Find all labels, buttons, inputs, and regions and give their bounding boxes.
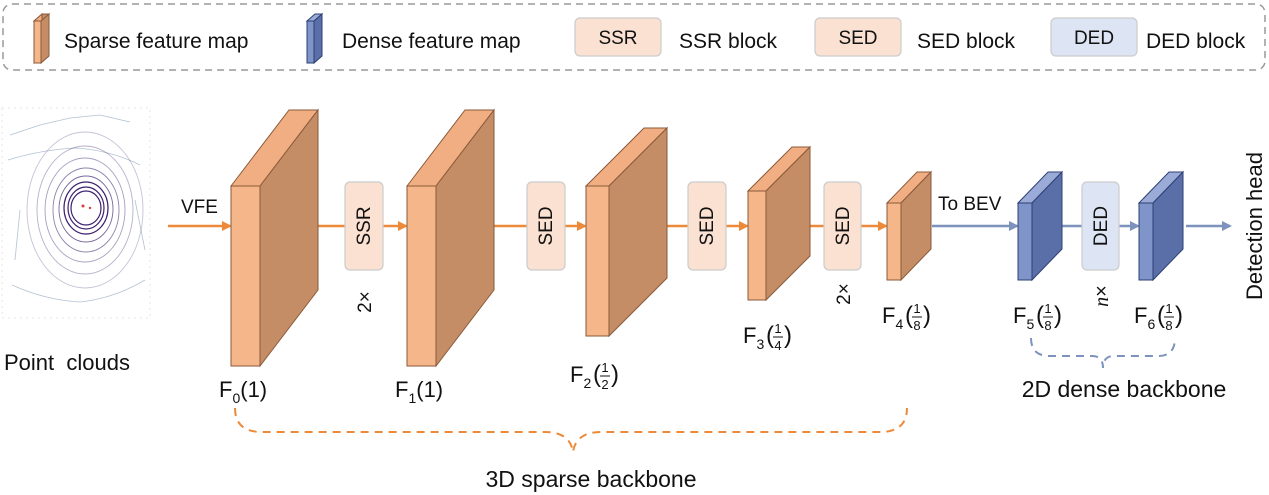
legend-dense-swatch bbox=[305, 12, 324, 65]
sed-block-1: SED bbox=[526, 181, 566, 271]
svg-text:1: 1 bbox=[1044, 301, 1051, 316]
svg-text:(: ( bbox=[593, 361, 601, 388]
dense-backbone-brace bbox=[1030, 337, 1176, 369]
f6-label: F6 ( 1 8 ) bbox=[1134, 301, 1183, 333]
legend-ssr-label: SSR block bbox=[679, 30, 778, 53]
legend-sed-swatch bbox=[814, 17, 902, 57]
f2-label: F2 ( 1 2 ) bbox=[570, 360, 619, 392]
svg-text:F2: F2 bbox=[570, 362, 591, 391]
f4-label: F4 ( 1 8 ) bbox=[882, 301, 931, 333]
svg-text:F5: F5 bbox=[1013, 303, 1034, 332]
svg-text:F1(1): F1(1) bbox=[395, 377, 443, 406]
svg-text:8: 8 bbox=[1165, 318, 1172, 333]
svg-text:): ) bbox=[1054, 302, 1062, 329]
feature-map-f4 bbox=[885, 170, 933, 282]
svg-text:8: 8 bbox=[1044, 318, 1051, 333]
sed-block-2: SED bbox=[687, 181, 727, 271]
detection-head-label: Detection head bbox=[1242, 152, 1267, 300]
legend-ded-tag: DED bbox=[1074, 28, 1114, 49]
svg-text:): ) bbox=[1175, 302, 1183, 329]
vfe-label: VFE bbox=[181, 197, 218, 218]
svg-text:(: ( bbox=[1157, 302, 1165, 329]
dense-backbone-label: 2D dense backbone bbox=[1022, 376, 1227, 402]
svg-text:SSR: SSR bbox=[354, 206, 375, 245]
svg-text:DED: DED bbox=[1091, 206, 1112, 246]
legend: Sparse feature map Dense feature map SSR… bbox=[2, 3, 1266, 71]
svg-text:F6: F6 bbox=[1134, 303, 1155, 332]
legend-ssr-swatch bbox=[574, 17, 662, 57]
legend-ssr-tag: SSR bbox=[598, 28, 637, 49]
svg-text:1: 1 bbox=[1165, 301, 1172, 316]
svg-text:1: 1 bbox=[913, 301, 920, 316]
svg-text:4: 4 bbox=[774, 338, 781, 353]
feature-map-f0 bbox=[229, 108, 320, 368]
ded-block: DED bbox=[1081, 181, 1120, 271]
svg-text:2: 2 bbox=[601, 377, 608, 392]
legend-sparse-swatch bbox=[32, 12, 51, 65]
feature-map-f5 bbox=[1016, 170, 1064, 282]
svg-text:F4: F4 bbox=[882, 303, 903, 332]
feature-map-f6 bbox=[1137, 170, 1185, 282]
f5-label: F5 ( 1 8 ) bbox=[1013, 301, 1062, 333]
legend-ded-swatch bbox=[1050, 17, 1138, 57]
svg-text:): ) bbox=[611, 361, 619, 388]
legend-sed-label: SED block bbox=[917, 30, 1016, 53]
to-bev-label: To BEV bbox=[938, 194, 1002, 215]
svg-text:SED: SED bbox=[697, 206, 718, 245]
svg-text:): ) bbox=[784, 322, 792, 349]
svg-text:SED: SED bbox=[536, 206, 557, 245]
svg-text:(: ( bbox=[766, 322, 774, 349]
svg-text:(: ( bbox=[905, 302, 913, 329]
point-clouds-label: Point clouds bbox=[4, 350, 130, 375]
sed-repeat-label: 2× bbox=[834, 283, 855, 305]
svg-text:1: 1 bbox=[774, 321, 781, 336]
feature-map-f3 bbox=[746, 145, 812, 302]
svg-text:(: ( bbox=[1036, 302, 1044, 329]
ded-repeat-label: n× bbox=[1091, 285, 1113, 307]
svg-text:SED: SED bbox=[833, 206, 854, 245]
legend-sparse-label: Sparse feature map bbox=[64, 30, 248, 53]
f0-label: F0(1) bbox=[219, 377, 267, 406]
f1-label: F1(1) bbox=[395, 377, 443, 406]
feature-map-f2 bbox=[584, 126, 669, 338]
legend-dense-label: Dense feature map bbox=[342, 30, 521, 53]
sparse-backbone-brace bbox=[234, 407, 908, 453]
legend-ded-label: DED block bbox=[1146, 30, 1246, 53]
feature-map-f1 bbox=[405, 108, 496, 368]
legend-sed-tag: SED bbox=[838, 28, 877, 49]
svg-text:n×: n× bbox=[1091, 285, 1113, 307]
sparse-backbone-label: 3D sparse backbone bbox=[486, 466, 697, 492]
svg-text:1: 1 bbox=[601, 360, 608, 375]
svg-text:F3: F3 bbox=[743, 323, 764, 352]
svg-text:): ) bbox=[923, 302, 931, 329]
point-cloud-image bbox=[1, 107, 151, 319]
ssr-repeat-label: 2× bbox=[355, 291, 376, 313]
sed-block-3: SED bbox=[823, 181, 862, 271]
f3-label: F3 ( 1 4 ) bbox=[743, 321, 792, 353]
svg-text:8: 8 bbox=[913, 318, 920, 333]
ssr-block: SSR bbox=[344, 181, 384, 271]
svg-text:F0(1): F0(1) bbox=[219, 377, 267, 406]
